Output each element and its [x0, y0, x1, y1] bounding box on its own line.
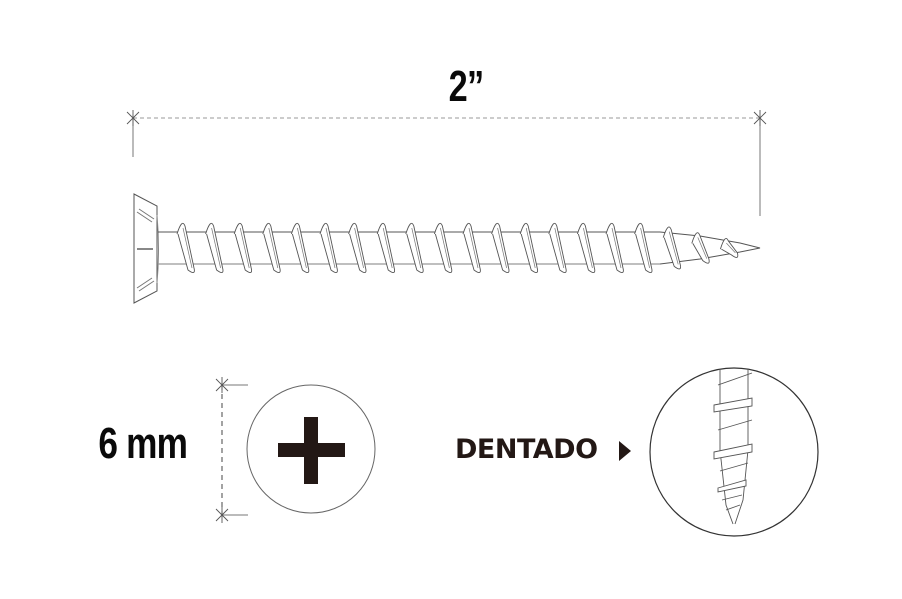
diameter-dimension-line: [215, 377, 248, 523]
triangle-right-icon: [619, 441, 631, 461]
screw-threads: [176, 222, 739, 273]
dimension-marker-icon: [215, 507, 229, 523]
thread-closeup-view: [649, 367, 819, 537]
length-label: 2”: [448, 62, 484, 111]
length-dimension-line: [126, 110, 767, 216]
screw-head-top-view: [246, 384, 376, 514]
screw-side-view: [133, 193, 761, 304]
phillips-plus-icon: [278, 417, 345, 484]
screw-head: [133, 193, 159, 304]
dimension-marker-icon: [753, 110, 767, 126]
diameter-label: 6 mm: [98, 419, 188, 468]
dimension-marker-icon: [215, 377, 229, 393]
dimension-marker-icon: [126, 110, 140, 126]
thread-type-label: DENTADO: [455, 434, 598, 465]
